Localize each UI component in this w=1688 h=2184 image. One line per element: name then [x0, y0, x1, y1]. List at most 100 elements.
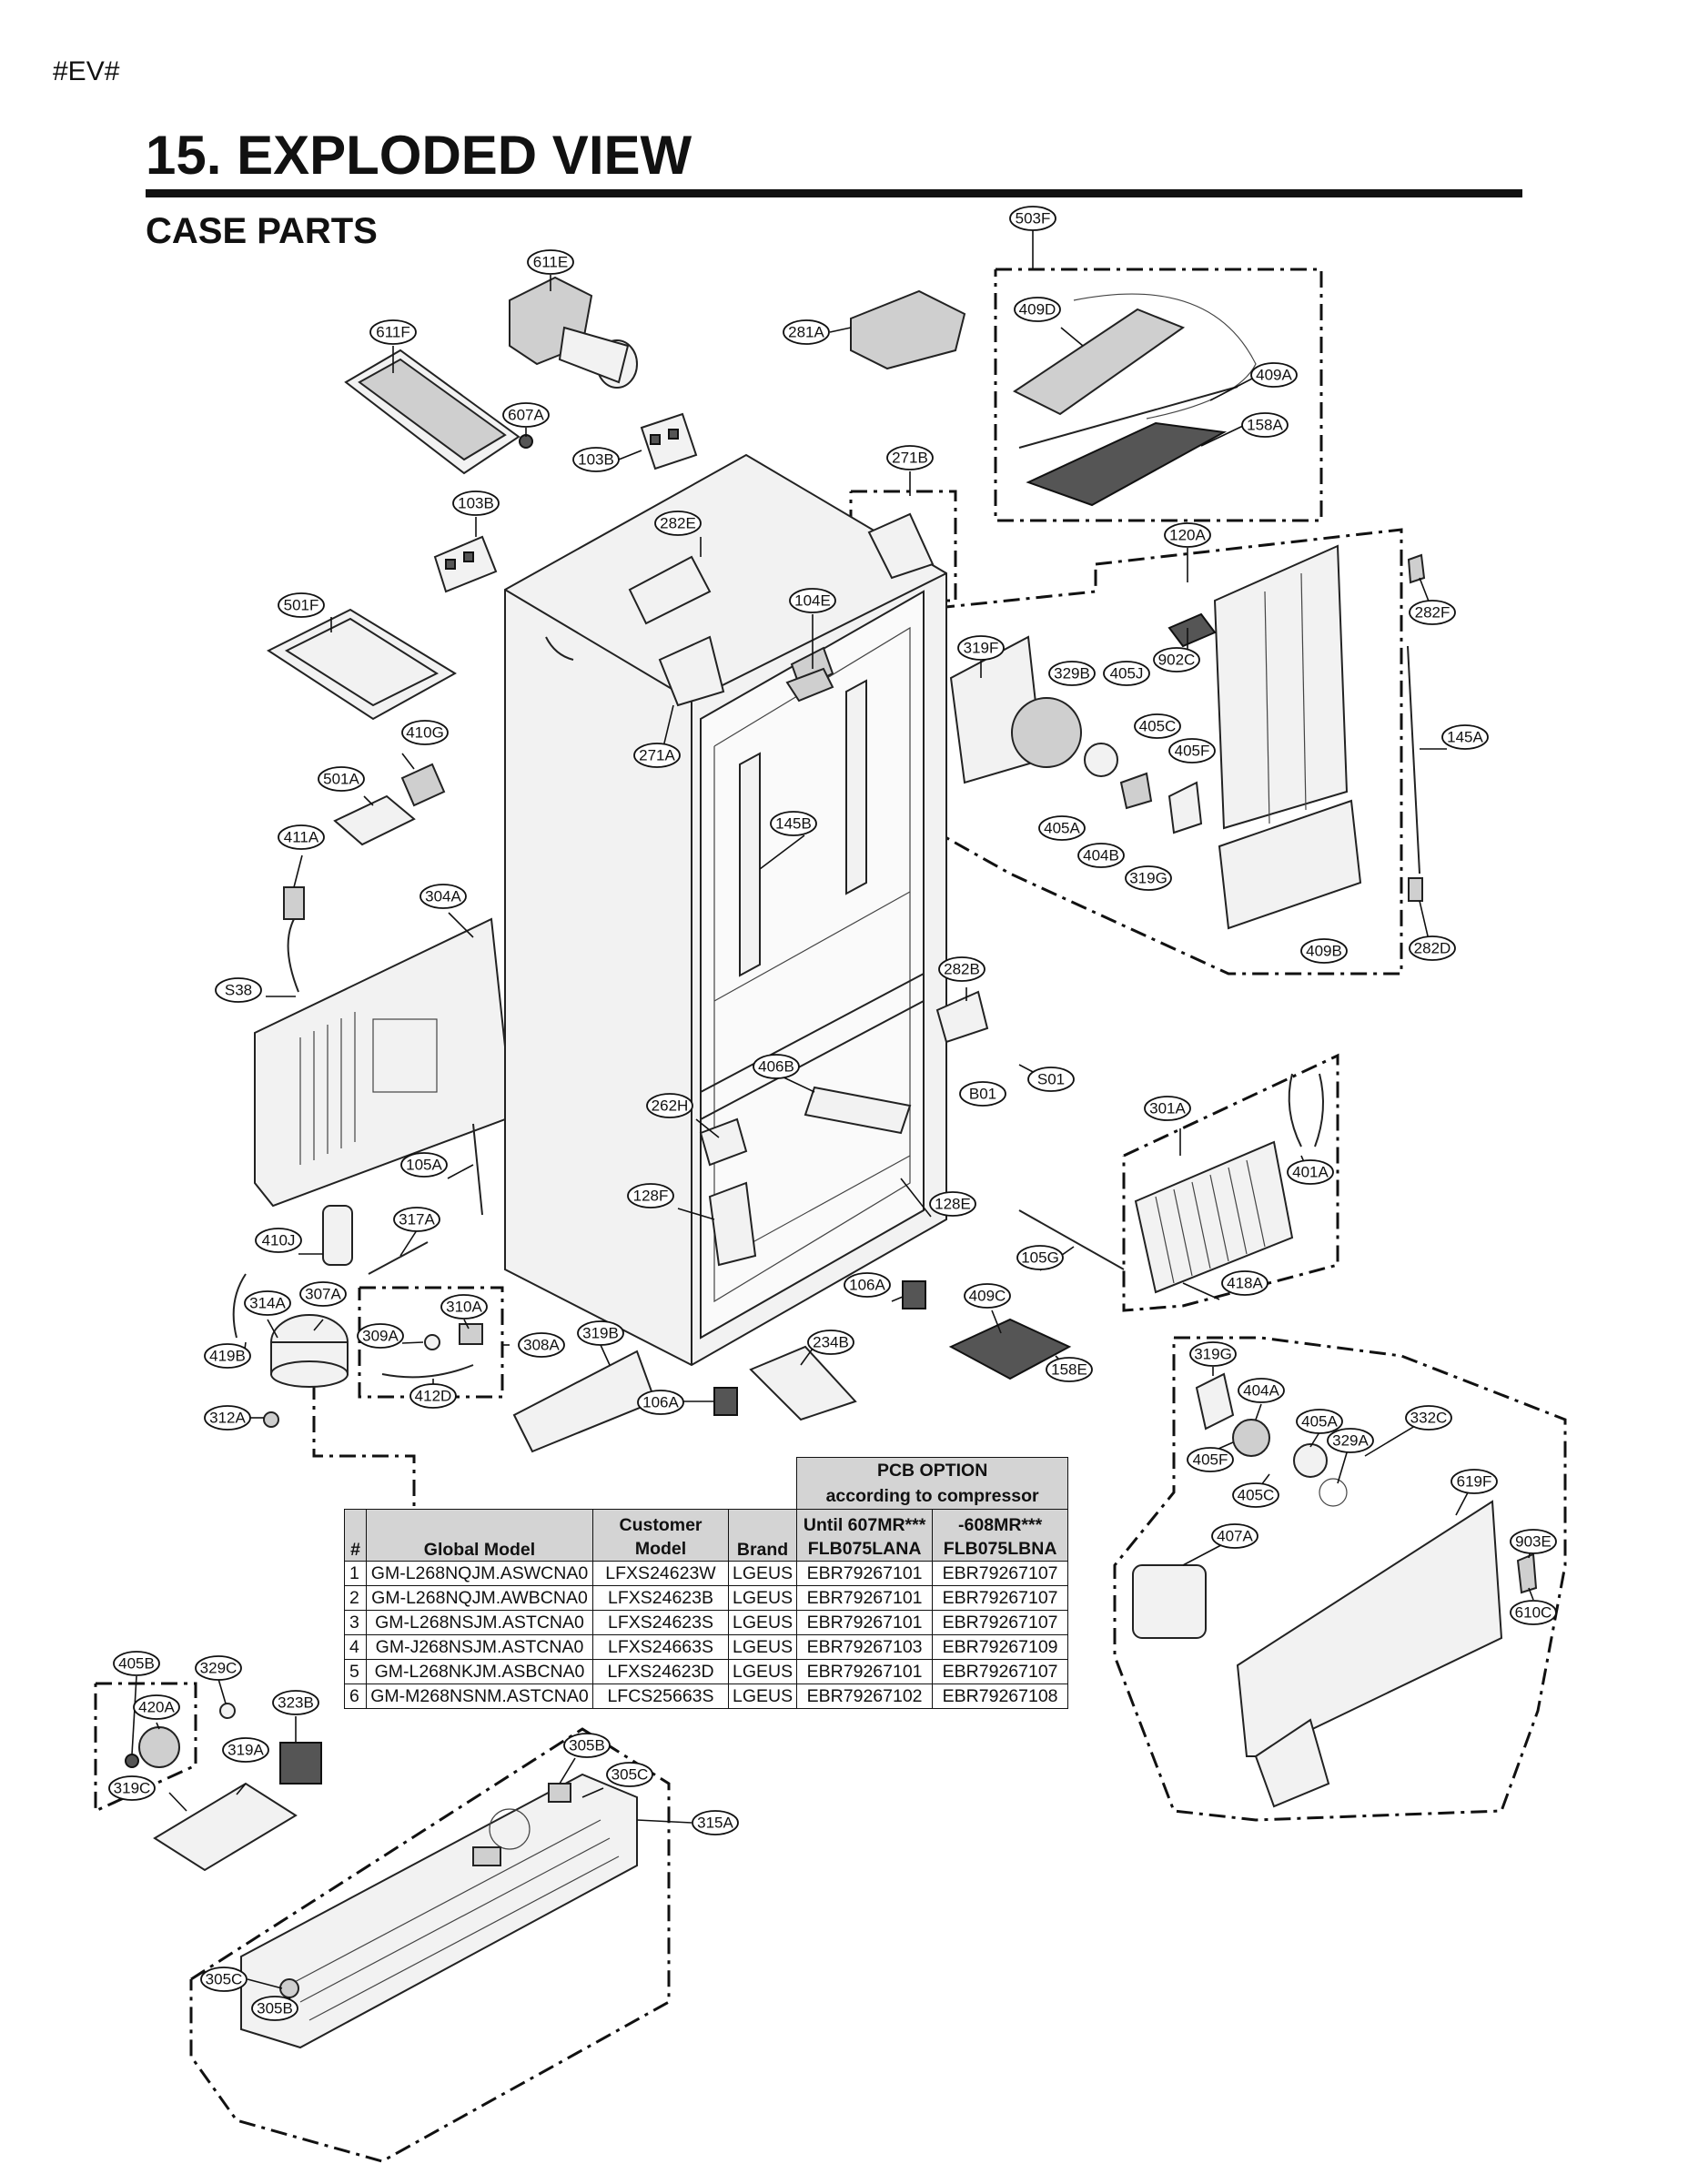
svg-text:314A: 314A	[249, 1295, 286, 1312]
part-411A-icon	[283, 886, 305, 993]
section-title: CASE PARTS	[146, 211, 378, 251]
svg-text:407A: 407A	[1217, 1528, 1253, 1545]
label-607A: 607A	[502, 402, 550, 428]
table-cell-blank	[367, 1458, 593, 1510]
part-419B-icon	[232, 1273, 247, 1339]
svg-text:105G: 105G	[1021, 1249, 1059, 1267]
label-234B: 234B	[807, 1330, 854, 1355]
label-319F: 319F	[957, 635, 1005, 661]
label-305B-lower: 305B	[251, 1996, 298, 2021]
label-282B: 282B	[938, 956, 986, 982]
pcb-option-table: PCB OPTION according to compressor # Glo…	[344, 1457, 1069, 1709]
label-282E: 282E	[654, 511, 702, 536]
part-405A-icon	[1293, 1443, 1328, 1478]
label-103B-top: 103B	[572, 447, 620, 472]
label-105G: 105G	[1016, 1245, 1064, 1270]
svg-text:105A: 105A	[406, 1157, 442, 1174]
header-until: Until 607MR***	[803, 1515, 926, 1535]
label-158A: 158A	[1241, 412, 1289, 438]
label-319G: 319G	[1125, 865, 1172, 891]
screw-607A-icon	[519, 434, 533, 449]
label-305C-lower: 305C	[200, 1967, 248, 1992]
label-319B: 319B	[577, 1320, 624, 1346]
label-332C: 332C	[1405, 1405, 1452, 1431]
part-labels: 503F 611E 281A 409D 611F 409A 607A 158A …	[108, 206, 1557, 2021]
label-406B: 406B	[753, 1054, 800, 1079]
label-619F: 619F	[1450, 1469, 1498, 1494]
header-flb075lana: FLB075LANA	[807, 1539, 922, 1559]
label-323B: 323B	[272, 1690, 319, 1715]
label-106A: 106A	[637, 1390, 684, 1415]
svg-text:611E: 611E	[533, 254, 568, 271]
svg-text:282E: 282E	[660, 515, 696, 532]
svg-text:128F: 128F	[633, 1188, 669, 1205]
label-329C: 329C	[195, 1655, 242, 1681]
svg-text:405B: 405B	[118, 1655, 155, 1673]
part-407A-icon	[1132, 1564, 1207, 1639]
svg-text:145A: 145A	[1447, 729, 1483, 746]
label-282D: 282D	[1409, 935, 1456, 961]
svg-text:315A: 315A	[697, 1815, 733, 1832]
svg-text:234B: 234B	[813, 1334, 849, 1351]
svg-text:903E: 903E	[1515, 1533, 1552, 1551]
label-314A: 314A	[244, 1290, 291, 1316]
label-418A: 418A	[1221, 1270, 1269, 1296]
label-407A: 407A	[1211, 1523, 1258, 1549]
part-902C-icon	[1167, 612, 1217, 648]
svg-text:420A: 420A	[138, 1699, 175, 1716]
svg-text:329C: 329C	[200, 1660, 238, 1677]
svg-text:282D: 282D	[1414, 940, 1451, 957]
svg-text:106A: 106A	[849, 1277, 885, 1294]
table-cell: GM-L268NQJM.ASWCNA0	[366, 1561, 593, 1586]
header-flb075lbna: FLB075LBNA	[943, 1539, 1057, 1559]
svg-text:329A: 329A	[1332, 1432, 1369, 1450]
part-105G-icon	[1018, 1209, 1125, 1270]
label-262H: 262H	[646, 1093, 693, 1118]
svg-text:405C: 405C	[1139, 718, 1177, 735]
svg-text:103B: 103B	[578, 451, 614, 469]
svg-text:405A: 405A	[1301, 1413, 1338, 1431]
part-158A-icon	[1026, 421, 1228, 507]
label-106A-top: 106A	[844, 1272, 891, 1298]
svg-text:309A: 309A	[362, 1328, 399, 1345]
label-405F: 405F	[1168, 738, 1216, 763]
svg-text:419B: 419B	[209, 1348, 246, 1365]
svg-text:619F: 619F	[1457, 1473, 1492, 1491]
table-cell: GM-L268NQJM.AWBCNA0	[366, 1585, 593, 1611]
table-row: 3 GM-L268NSJM.ASTCNA0 LFXS24623S LGEUS E…	[344, 1610, 1069, 1635]
table-row: 4 GM-J268NSJM.ASTCNA0 LFXS24663S LGEUS E…	[344, 1634, 1069, 1660]
label-319C: 319C	[108, 1775, 156, 1801]
label-501A: 501A	[318, 766, 365, 792]
part-282B-icon	[935, 990, 989, 1044]
table-cell: EBR79267107	[932, 1610, 1069, 1635]
part-405F-icon	[1167, 781, 1203, 834]
svg-text:310A: 310A	[446, 1299, 482, 1316]
table-cell-blank	[345, 1458, 367, 1510]
part-319A-icon	[153, 1782, 298, 1872]
label-405F-lower: 405F	[1187, 1447, 1234, 1472]
svg-text:308A: 308A	[523, 1337, 560, 1354]
svg-text:406B: 406B	[758, 1058, 794, 1076]
label-319A: 319A	[222, 1737, 269, 1763]
label-411A: 411A	[278, 824, 325, 850]
table-row: 6 GM-M268NSNM.ASTCNA0 LFCS25663S LGEUS E…	[344, 1684, 1069, 1709]
table-header-pcb-option: PCB OPTION according to compressor	[796, 1457, 1069, 1510]
part-409C-icon	[948, 1318, 1072, 1380]
svg-text:120A: 120A	[1169, 527, 1206, 544]
label-104E: 104E	[789, 588, 836, 613]
part-611E-icon	[509, 276, 638, 389]
svg-text:332C: 332C	[1410, 1410, 1448, 1427]
part-405B-icon	[125, 1754, 139, 1768]
part-106A-icon	[713, 1280, 926, 1416]
part-501F-icon	[266, 608, 457, 721]
svg-text:S38: S38	[225, 982, 252, 999]
svg-text:610C: 610C	[1515, 1604, 1552, 1622]
svg-text:319G: 319G	[1194, 1346, 1232, 1363]
table-cell: LFXS24623D	[592, 1659, 729, 1684]
part-315A-icon	[240, 1773, 638, 2049]
label-308A: 308A	[518, 1332, 565, 1358]
svg-text:501F: 501F	[284, 597, 319, 614]
part-308A-icon	[381, 1323, 483, 1379]
part-281A-icon	[850, 289, 966, 370]
